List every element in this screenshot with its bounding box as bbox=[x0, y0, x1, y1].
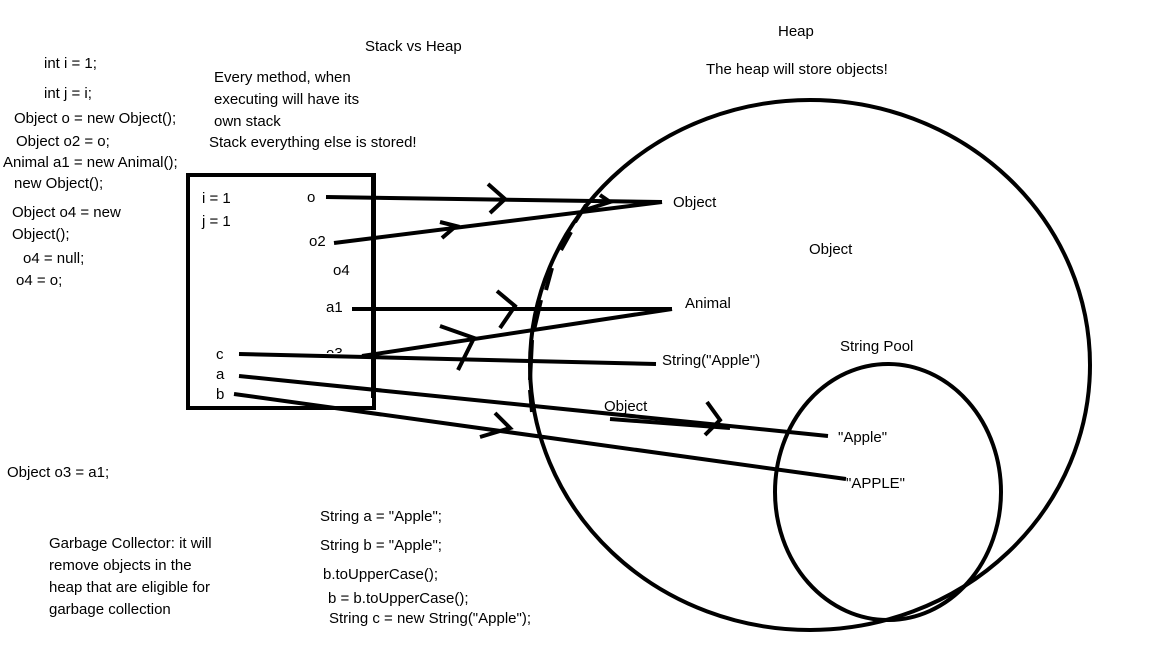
code-line: o4 = o; bbox=[16, 272, 63, 289]
code-line: Object o4 = new bbox=[12, 204, 121, 221]
code-line: Animal a1 = new Animal(); bbox=[3, 154, 178, 171]
heap-object-3: Object bbox=[604, 398, 648, 415]
code-line: o4 = null; bbox=[23, 250, 85, 267]
gc-note-line: remove objects in the bbox=[49, 557, 192, 574]
arrow-o3-animal bbox=[361, 307, 673, 358]
stack-note-line: executing will have its bbox=[214, 91, 360, 108]
stack-note-line: own stack bbox=[214, 113, 281, 130]
heap-circle bbox=[528, 98, 1092, 632]
arrowhead-o bbox=[486, 182, 508, 215]
heap-description: The heap will store objects! bbox=[706, 61, 888, 78]
string-code-line: String a = "Apple"; bbox=[320, 508, 442, 525]
arrowhead-o2b bbox=[584, 193, 615, 212]
arrowhead-o3 bbox=[439, 324, 477, 371]
arrowhead-a1 bbox=[495, 289, 518, 330]
stack-ref-o4: o4 bbox=[333, 262, 350, 279]
arrowhead-o2 bbox=[439, 220, 461, 240]
arrowhead-a bbox=[703, 400, 723, 437]
code-line: int i = 1; bbox=[44, 55, 97, 72]
heap-object-2: Object bbox=[809, 241, 853, 258]
arrow-c-string bbox=[238, 352, 657, 366]
heap-animal: Animal bbox=[685, 295, 731, 312]
string-code-line: b.toUpperCase(); bbox=[323, 566, 439, 583]
heap-title: Heap bbox=[778, 23, 814, 40]
stack-note-line: Stack everything else is stored! bbox=[209, 134, 417, 151]
arrow-o2-object bbox=[333, 200, 663, 245]
code-line: Object o2 = o; bbox=[16, 133, 110, 150]
gc-note-line: garbage collection bbox=[49, 601, 171, 618]
code-line: new Object(); bbox=[14, 175, 104, 192]
string-pool-title: String Pool bbox=[840, 338, 914, 355]
stack-ref-b: b bbox=[216, 386, 225, 403]
string-pool-apple: "Apple" bbox=[838, 429, 888, 446]
stack-value: i = 1 bbox=[202, 190, 231, 207]
page-title: Stack vs Heap bbox=[365, 38, 462, 55]
stack-ref-o: o bbox=[307, 189, 316, 206]
code-line: int j = i; bbox=[44, 85, 92, 102]
object3-underline bbox=[609, 417, 731, 430]
code-line: Object(); bbox=[12, 226, 70, 243]
arrowhead-b bbox=[479, 411, 514, 439]
string-pool-circle bbox=[773, 362, 1003, 622]
stack-ref-c: c bbox=[216, 346, 224, 363]
string-code-line: String b = "Apple"; bbox=[320, 537, 442, 554]
gc-note-line: Garbage Collector: it will bbox=[49, 535, 212, 552]
stack-note-line: Every method, when bbox=[214, 69, 351, 86]
reference-arrows bbox=[233, 182, 847, 481]
code-o3: Object o3 = a1; bbox=[7, 464, 110, 481]
heap-string-object: String("Apple") bbox=[662, 352, 761, 369]
string-code-line: b = b.toUpperCase(); bbox=[328, 590, 469, 607]
arrow-b-APPLE bbox=[233, 392, 847, 481]
code-line: Object o = new Object(); bbox=[14, 110, 177, 127]
heap-object-1: Object bbox=[673, 194, 717, 211]
stack-ref-a: a bbox=[216, 366, 225, 383]
stack-ref-o3: o3 bbox=[326, 345, 343, 353]
string-code-line: String c = new String("Apple"); bbox=[329, 610, 531, 627]
gc-note-line: heap that are eligible for bbox=[49, 579, 210, 596]
stack-ref-o2: o2 bbox=[309, 233, 326, 250]
stack-ref-a1: a1 bbox=[326, 299, 343, 316]
stack-value: j = 1 bbox=[202, 213, 231, 230]
string-pool-apple-upper: "APPLE" bbox=[846, 475, 906, 492]
